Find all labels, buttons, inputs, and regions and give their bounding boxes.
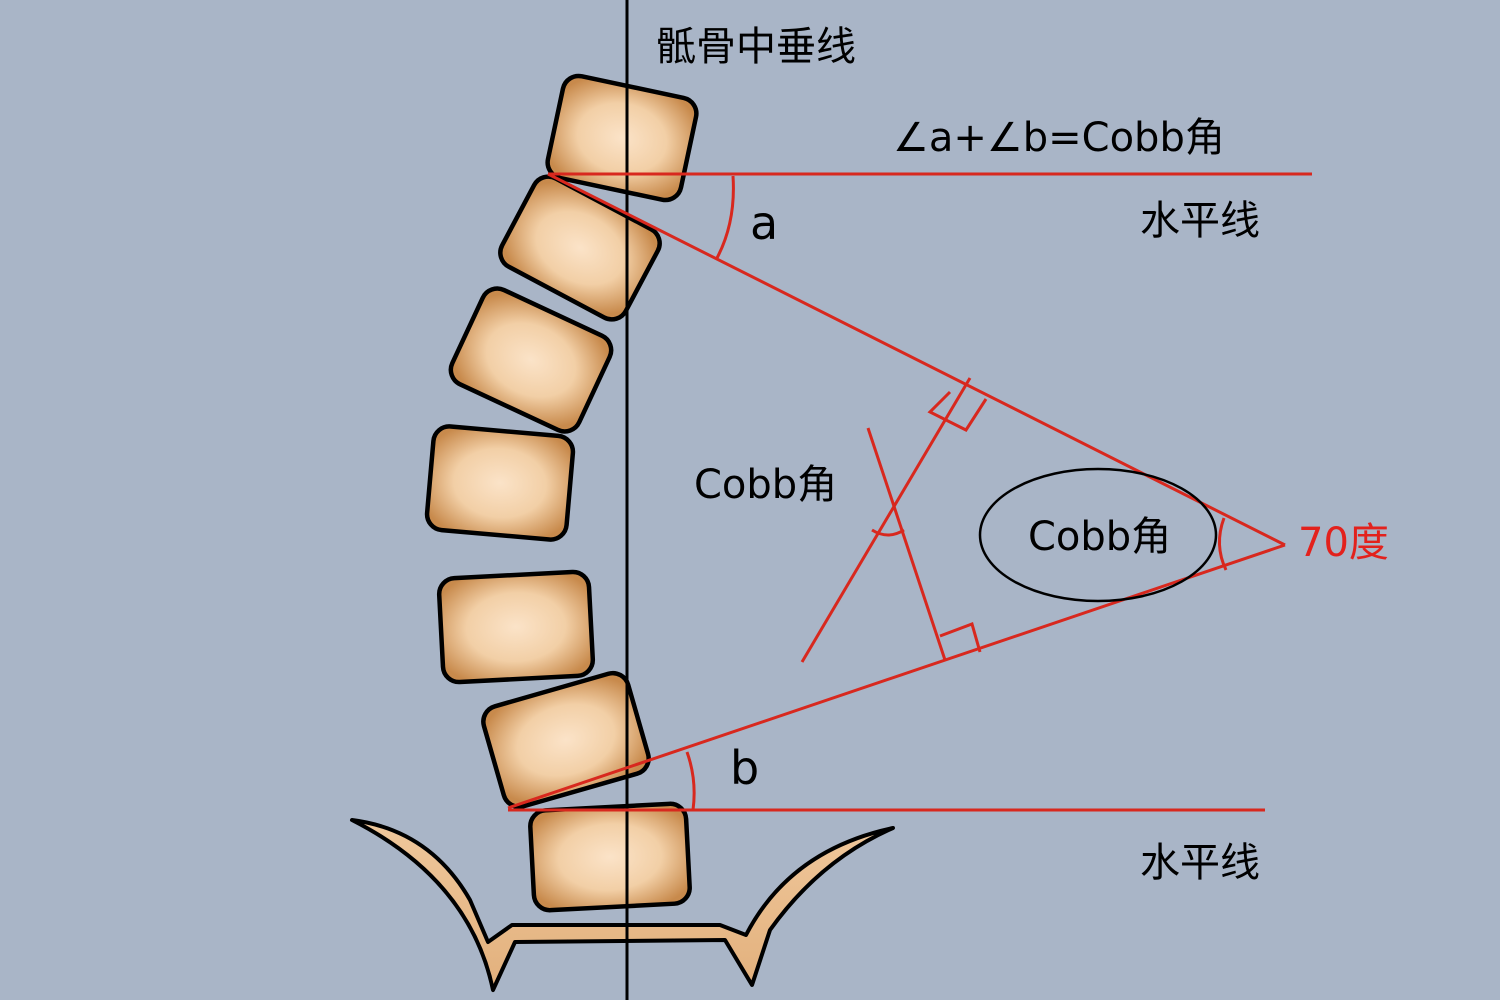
angle-a-label: a bbox=[750, 196, 779, 250]
upper-endplate-line bbox=[547, 172, 1286, 547]
right-angle-marker-lower bbox=[939, 622, 982, 653]
vertebra-4 bbox=[424, 424, 576, 542]
angle-arc-a bbox=[715, 175, 735, 259]
degrees-label: 70度 bbox=[1298, 520, 1389, 566]
vertebra-3 bbox=[448, 286, 614, 434]
perpendicular-upper bbox=[800, 377, 972, 663]
angle-arc-b bbox=[685, 751, 696, 811]
lower-endplate-line bbox=[507, 543, 1286, 810]
pelvis bbox=[350, 818, 895, 992]
angle-b-label: b bbox=[730, 741, 760, 795]
right-angle-marker-upper bbox=[927, 390, 988, 432]
cobb-angle-label-left: Cobb角 bbox=[694, 462, 838, 508]
angle-arc-cross bbox=[871, 528, 905, 537]
horizontal-label-top: 水平线 bbox=[1140, 198, 1260, 244]
vertebra-1 bbox=[545, 73, 699, 203]
formula-label: ∠a+∠b=Cobb角 bbox=[893, 115, 1225, 161]
angle-arc-apex bbox=[1218, 517, 1228, 571]
highlight-ellipse bbox=[978, 467, 1218, 603]
perpendicular-lower bbox=[866, 427, 947, 661]
sacral-midline-label: 骶骨中垂线 bbox=[656, 24, 856, 70]
cobb-angle-label-ellipse: Cobb角 bbox=[1028, 514, 1172, 560]
sacrum-vertebra bbox=[528, 801, 692, 913]
horizontal-label-bottom: 水平线 bbox=[1140, 840, 1260, 886]
vertebra-5 bbox=[436, 569, 596, 685]
vertebra-2 bbox=[498, 174, 662, 322]
